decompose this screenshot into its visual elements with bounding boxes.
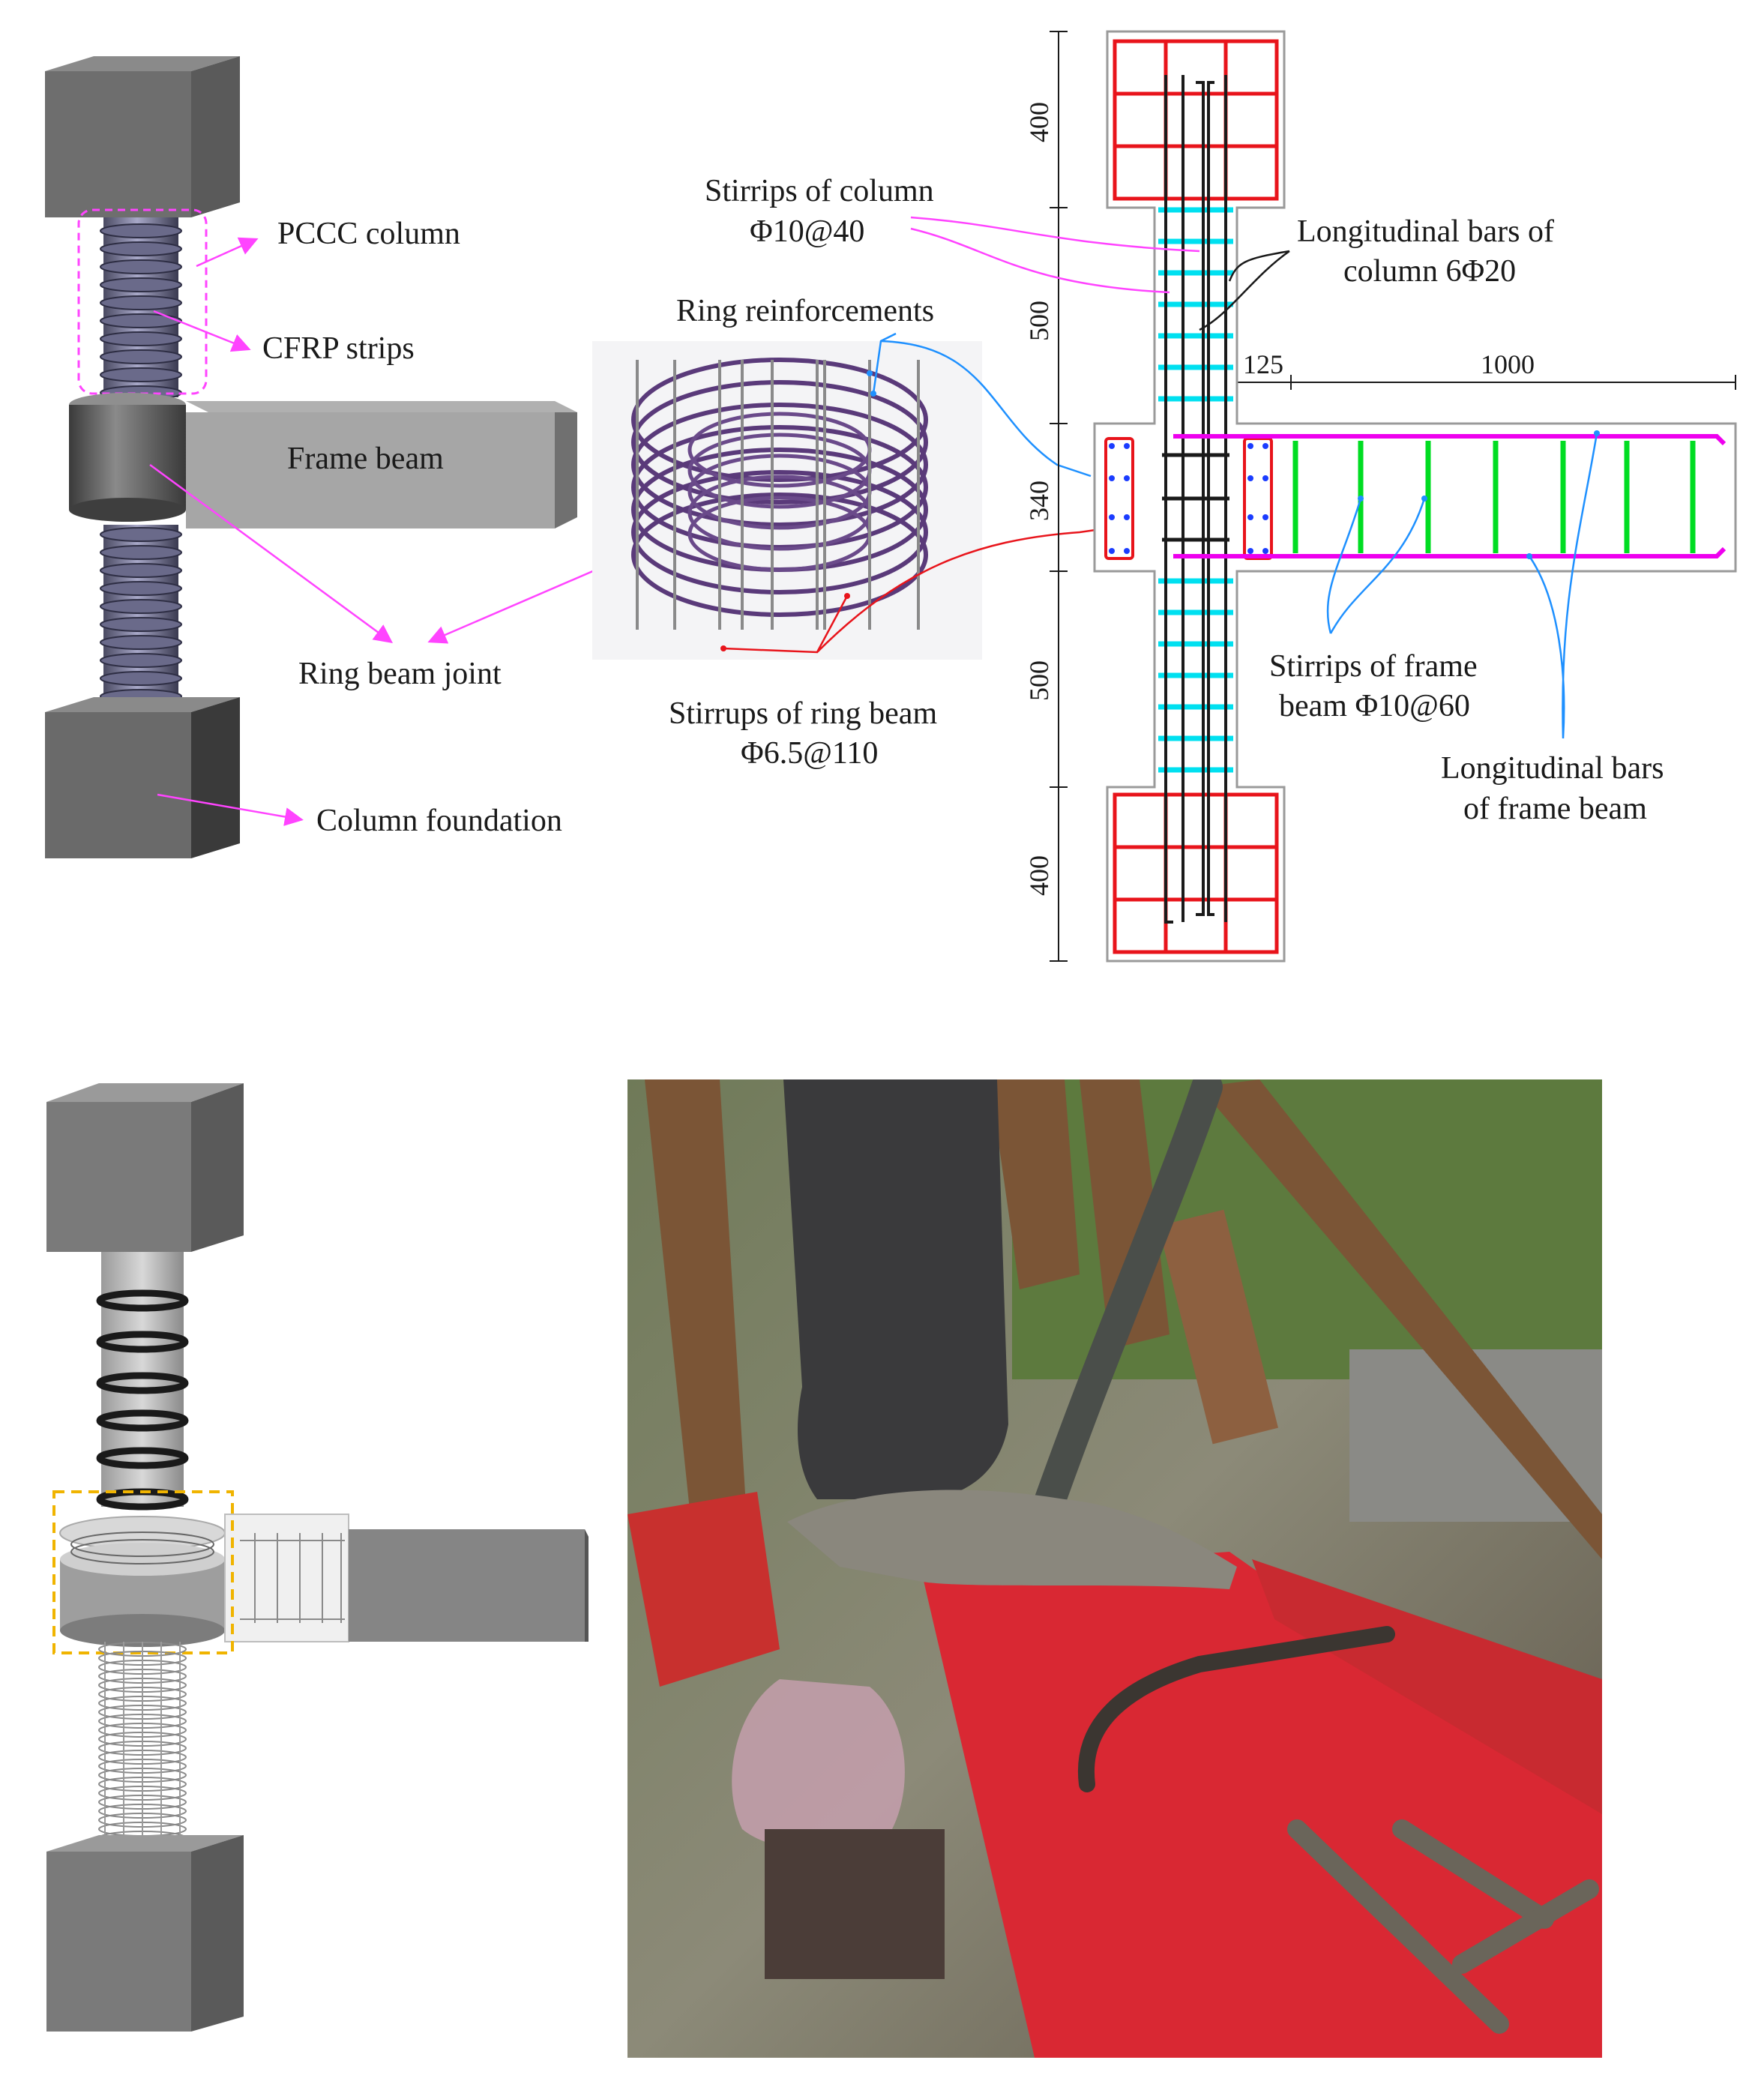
bent-rebar — [1077, 1626, 1395, 1792]
column-foundation-block — [45, 697, 240, 858]
ring-bar — [631, 380, 928, 505]
cfrp-strip — [100, 617, 182, 632]
cfrp-band — [96, 1289, 189, 1312]
leader-joint-a — [149, 463, 394, 643]
frame-beam-body — [186, 401, 577, 528]
cfrp-strips — [100, 223, 182, 704]
bottom-block-d — [46, 1835, 244, 2032]
label-col-long-bars-1: Longitudinal bars of — [1297, 214, 1554, 249]
joint-column-stirrups — [1162, 453, 1229, 542]
ring-beam-joint-body — [69, 393, 186, 522]
vibrator-hose — [1019, 1079, 1223, 1560]
cfrp-strip — [100, 367, 182, 382]
cfrp-strip — [100, 259, 182, 274]
lower-column-spiral-cage — [98, 1642, 187, 1846]
cfrp-strip — [100, 313, 182, 328]
cfrp-strip — [100, 671, 182, 686]
fresh-concrete — [787, 1490, 1237, 1589]
wrapped-column — [783, 1079, 1008, 1502]
ring-reinforcement-cage — [631, 358, 928, 630]
ring-bar — [631, 403, 928, 527]
dim-upper-column: 500 — [1024, 301, 1054, 341]
top-column-block — [45, 56, 240, 217]
joint-highlight-box — [52, 1490, 234, 1654]
beam-cage-bars — [1287, 1819, 1599, 2034]
cfrp-band — [96, 1372, 189, 1394]
label-beam-long-bars-1: Longitudinal bars — [1441, 751, 1664, 786]
dim-bottom-block: 400 — [1024, 855, 1054, 896]
frame-beam-cage-d — [224, 1514, 349, 1642]
cfrp-strip — [100, 563, 182, 578]
cfrp-strip — [100, 527, 182, 542]
panel-a-3d-model: PCCC column CFRP strips Frame beam Ring … — [45, 56, 623, 858]
label-beam-stirrups-2: beam Φ10@60 — [1279, 689, 1470, 723]
leader-beam-bars — [1528, 433, 1598, 739]
label-beam-long-bars-2: of frame beam — [1463, 792, 1647, 826]
dim-top-block: 400 — [1024, 102, 1054, 142]
leader-col-bars — [1199, 250, 1290, 331]
cfrp-strip — [100, 599, 182, 614]
cfrp-strip — [100, 277, 182, 292]
leader-ring-reinf — [872, 332, 1092, 478]
leader-pccc — [196, 237, 259, 268]
cfrp-band — [96, 1331, 189, 1353]
cfrp-strip — [100, 653, 182, 668]
cfrp-band — [96, 1447, 189, 1469]
ring-bar-dots — [1109, 443, 1268, 554]
leader-cfrp — [153, 310, 251, 352]
concrete-outline — [1093, 30, 1737, 963]
label-frame-beam: Frame beam — [287, 442, 444, 476]
label-col-stirrups-1: Stirrips of column — [705, 174, 934, 208]
cfrp-band — [96, 1409, 189, 1432]
top-block-d — [46, 1083, 244, 1252]
frame-beam-solid-d — [349, 1529, 588, 1642]
dim-beam-offset: 125 — [1243, 349, 1283, 379]
label-stirrups-ring-beam-2: Φ6.5@110 — [741, 736, 878, 771]
dim-joint: 340 — [1024, 481, 1054, 521]
red-formwork-side — [1252, 1559, 1602, 1814]
ring-bar — [631, 493, 928, 617]
panel-c-section-drawing: 400 500 340 500 400 125 1000 — [705, 30, 1737, 963]
ring-bar — [631, 470, 928, 594]
label-ring-beam-joint: Ring beam joint — [298, 657, 502, 691]
cfrp-strip — [100, 295, 182, 310]
label-col-long-bars-2: column 6Φ20 — [1343, 254, 1516, 289]
dim-lower-column: 500 — [1024, 660, 1054, 701]
panel-e-site-photo — [627, 1079, 1602, 2058]
cfrp-strip — [100, 241, 182, 256]
ring-joint-d — [59, 1516, 226, 1647]
label-beam-stirrups-1: Stirrips of frame — [1269, 649, 1478, 684]
red-formwork-front — [922, 1552, 1602, 2058]
leader-beam-stirrup — [1326, 498, 1426, 634]
plastic-bag — [732, 1679, 905, 1849]
column-stirrups — [1158, 207, 1233, 773]
cfrp-strip — [100, 223, 182, 238]
panel-d-transparent-model — [46, 1083, 588, 2032]
cfrp-strip — [100, 331, 182, 346]
label-stirrups-ring-beam-1: Stirrups of ring beam — [669, 696, 937, 731]
dim-beam-length: 1000 — [1481, 349, 1535, 379]
upper-cfrp-bands — [96, 1289, 189, 1511]
label-col-stirrups-2: Φ10@40 — [750, 214, 864, 249]
label-pccc-column: PCCC column — [277, 217, 460, 251]
cfrp-strip — [100, 581, 182, 596]
leader-joint-b — [427, 557, 623, 644]
label-column-foundation: Column foundation — [316, 804, 562, 838]
vertical-dimension-line — [1050, 31, 1068, 962]
leader-ring-stirrup — [723, 527, 1107, 654]
label-cfrp-strips: CFRP strips — [262, 331, 415, 366]
leader-col-stirrup — [910, 216, 1200, 294]
timber-formwork — [645, 1079, 1602, 1582]
cfrp-strip — [100, 545, 182, 560]
panel-b-ring-cage: Ring reinforcements Stirrups of ring bea… — [592, 294, 1107, 771]
cfrp-strip — [100, 349, 182, 364]
leader-foundation — [157, 793, 304, 826]
label-ring-reinforcements: Ring reinforcements — [676, 294, 934, 328]
cfrp-strip — [100, 635, 182, 650]
ring-bar — [631, 358, 928, 482]
frame-beam-longitudinal-bars — [1173, 434, 1727, 558]
